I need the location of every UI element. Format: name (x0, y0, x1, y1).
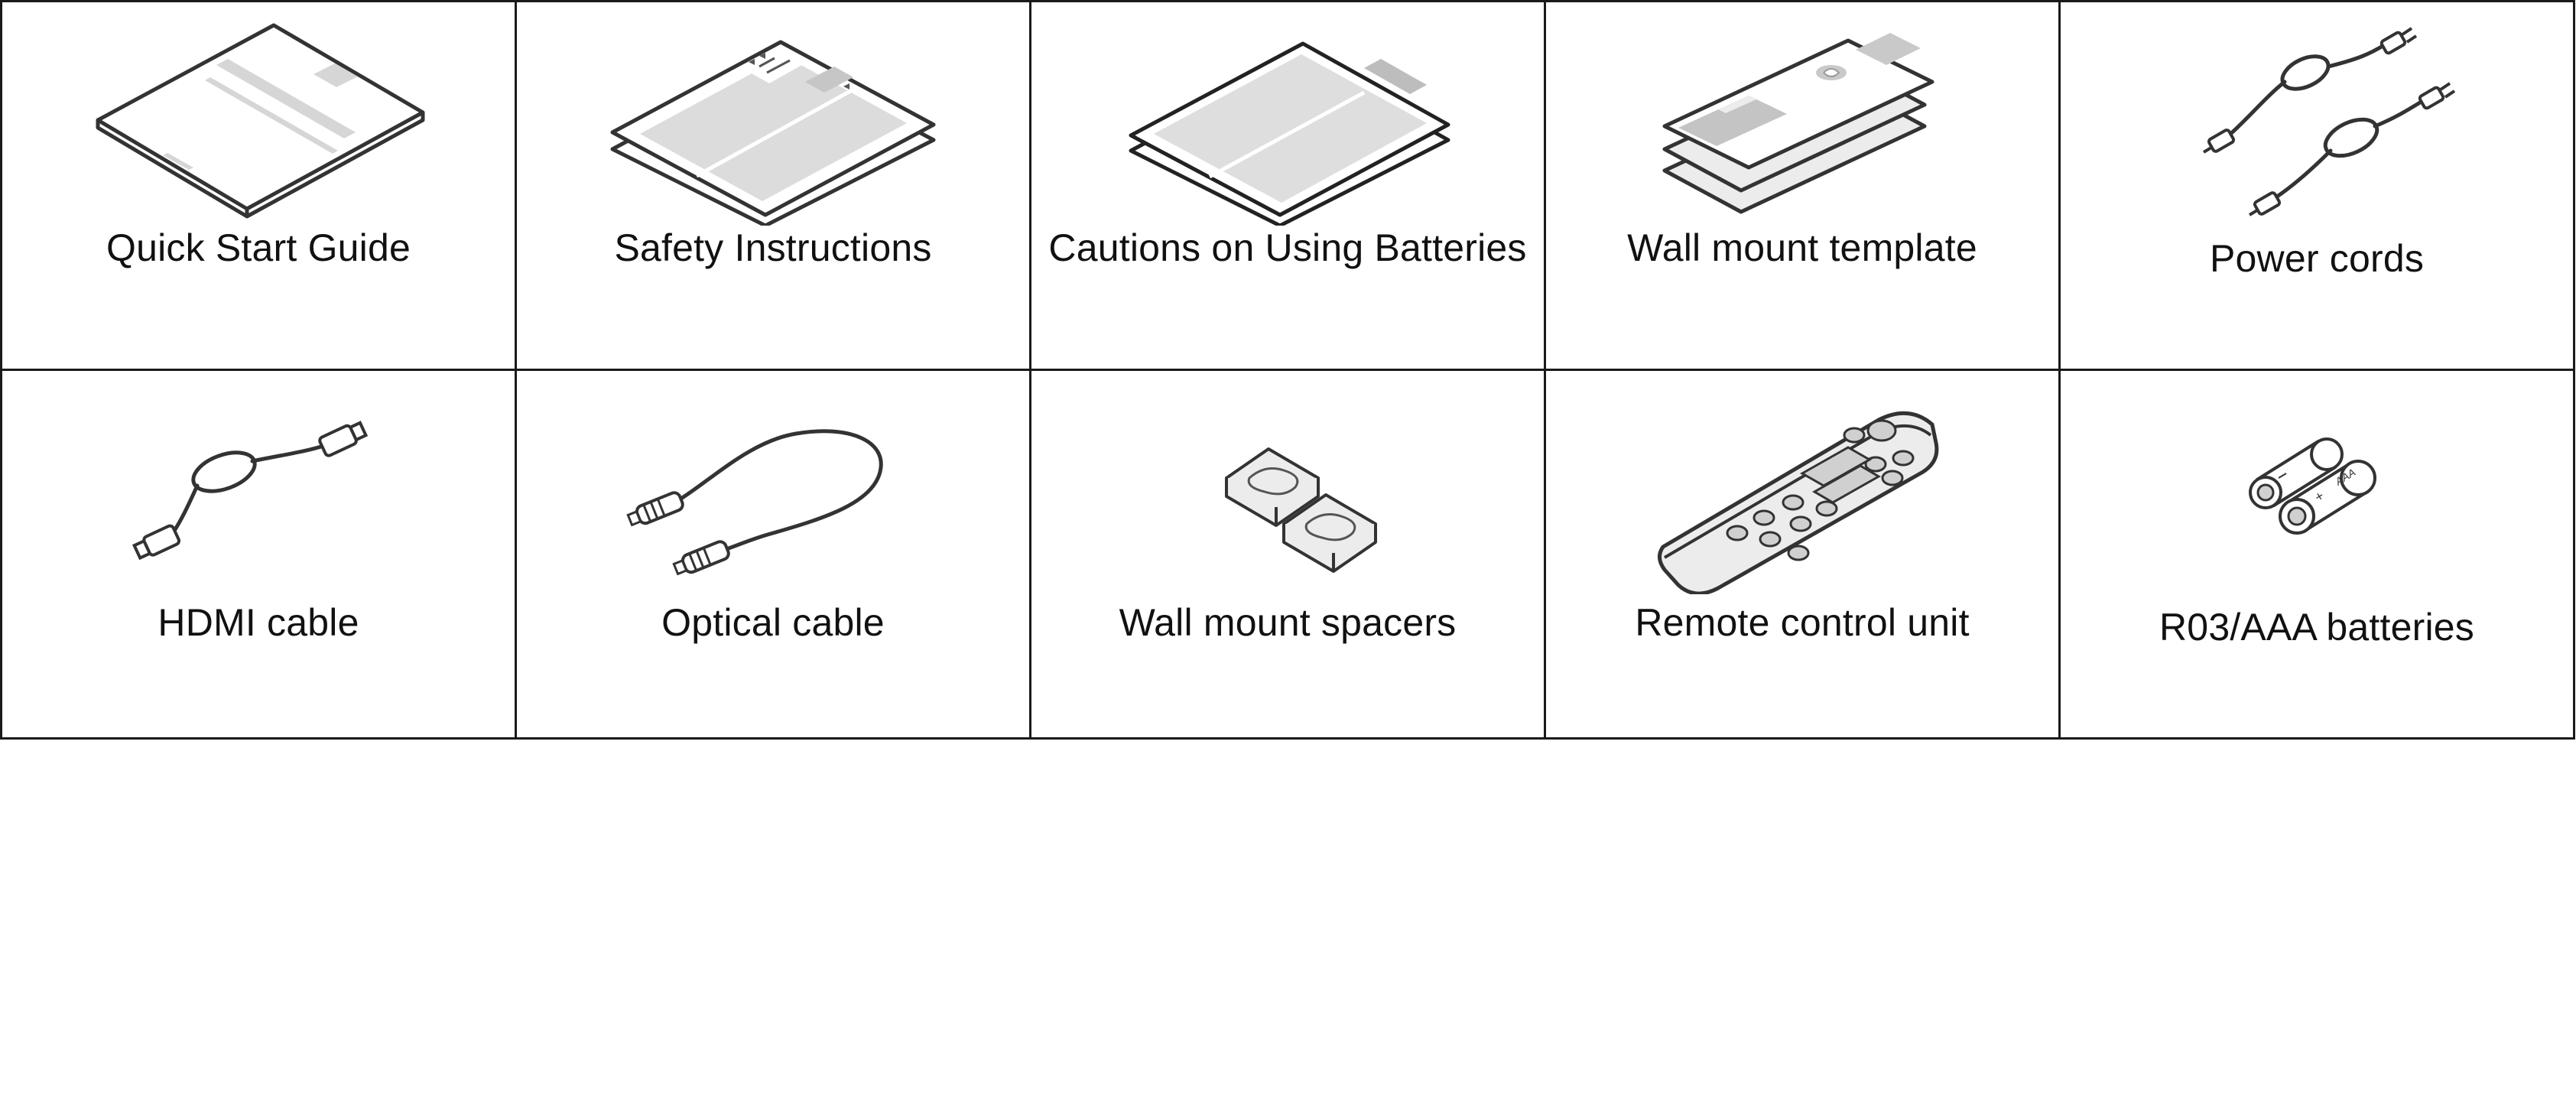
remote-control-icon (1626, 388, 1978, 594)
item-label: Safety Instructions (614, 226, 932, 269)
accessory-cell-remote-control: Remote control unit (1544, 369, 2061, 740)
power-cord-icon (2141, 19, 2493, 226)
accessory-cell-power-cords: Power cords (2058, 0, 2575, 371)
accessory-cell-safety-instructions: Safety Instructions (515, 0, 1031, 371)
accessory-cell-optical-cable: Optical cable (515, 369, 1031, 740)
accessory-row: HDMI cable (0, 369, 2575, 740)
item-label: Wall mount spacers (1119, 601, 1457, 644)
item-label: Quick Start Guide (106, 226, 411, 269)
item-label: HDMI cable (158, 601, 359, 644)
template-sheets-icon (1626, 19, 1978, 226)
item-label: Wall mount template (1627, 226, 1977, 269)
accessory-cell-quick-start-guide: Quick Start Guide (0, 0, 517, 371)
folded-sheet-icon (597, 19, 949, 226)
item-label: Cautions on Using Batteries (1048, 226, 1527, 269)
batteries-icon: + AAA (2141, 388, 2493, 594)
accessory-cell-wall-mount-template: Wall mount template (1544, 0, 2061, 371)
item-label: Remote control unit (1635, 601, 1970, 644)
accessory-cell-wall-mount-spacers: Wall mount spacers (1029, 369, 1546, 740)
accessory-table: Quick Start Guide (0, 0, 2575, 740)
accessory-cell-batteries: + AAA R03/AAA batteries (2058, 369, 2575, 740)
accessory-cell-cautions-batteries: Cautions on Using Batteries (1029, 0, 1546, 371)
optical-cable-icon (597, 388, 949, 594)
item-label: Power cords (2209, 237, 2425, 280)
folded-leaflet-icon (1112, 19, 1463, 226)
item-label: R03/AAA batteries (2159, 606, 2474, 649)
hdmi-cable-icon (83, 388, 434, 594)
item-label: Optical cable (661, 601, 885, 644)
accessory-row: Quick Start Guide (0, 0, 2575, 371)
spacer-pads-icon (1112, 388, 1463, 594)
accessory-cell-hdmi-cable: HDMI cable (0, 369, 517, 740)
booklet-icon (83, 19, 434, 226)
